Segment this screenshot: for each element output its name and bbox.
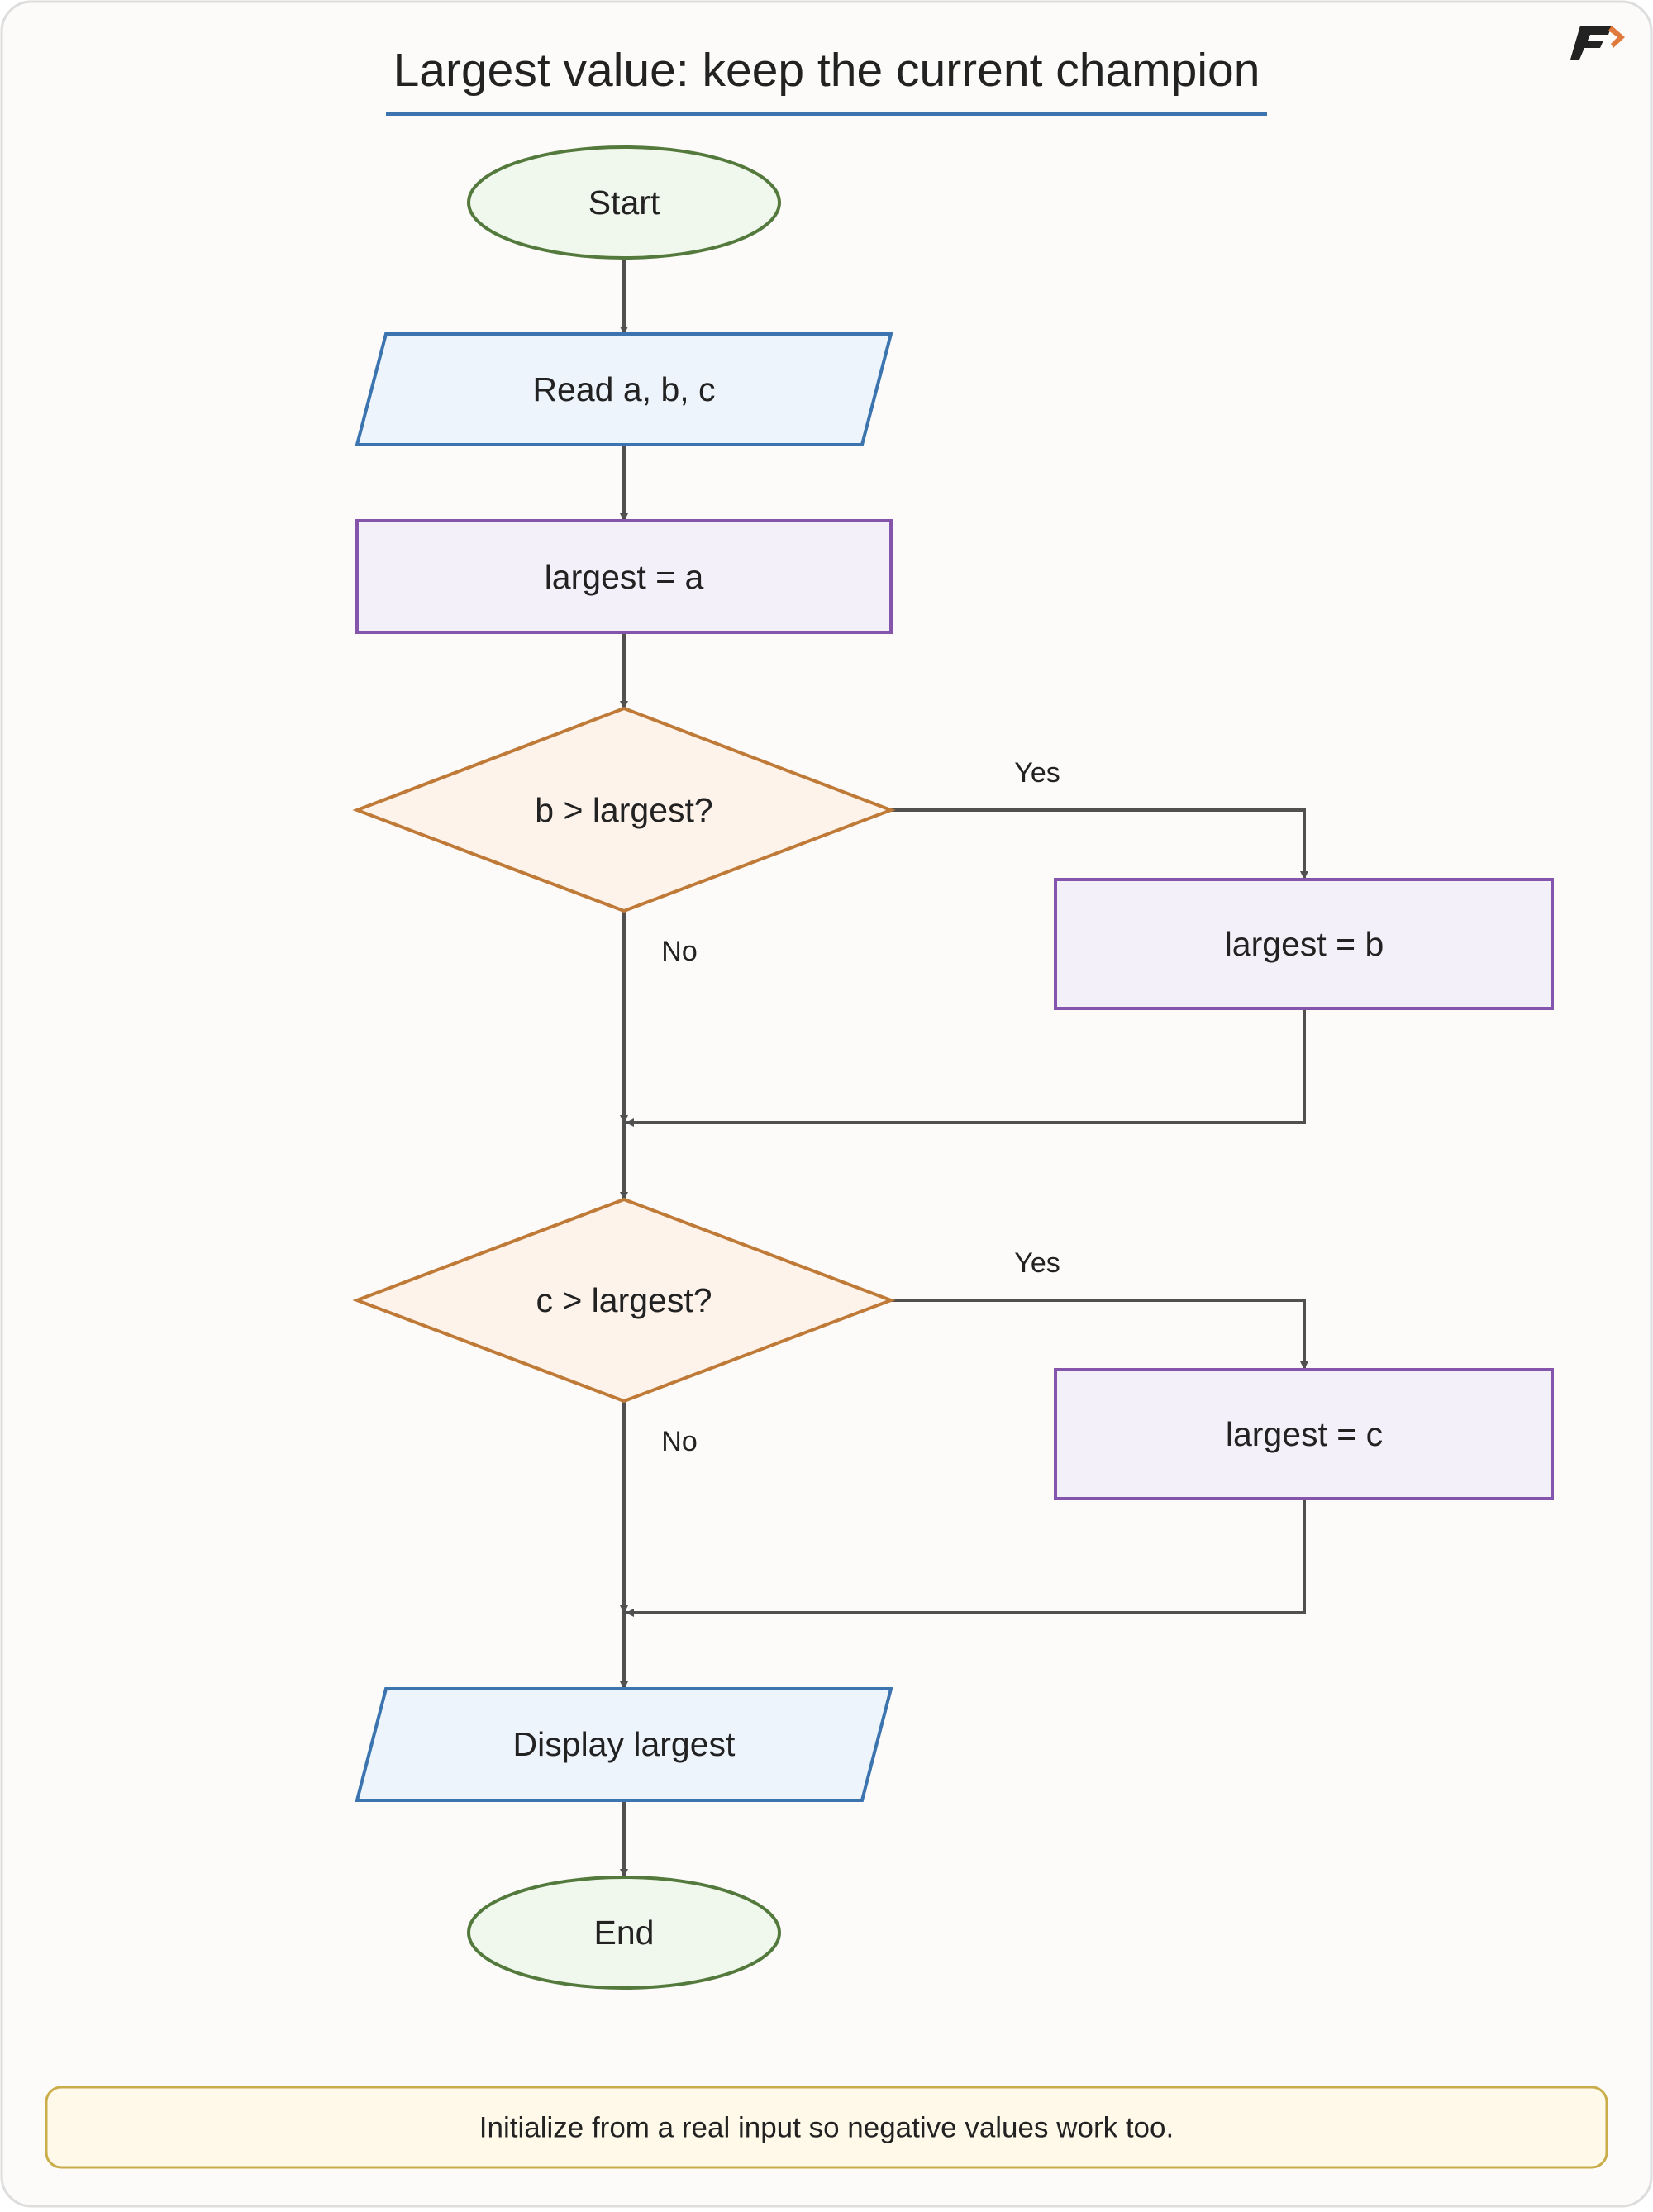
assign-b-shape [1054,878,1554,1010]
arrow-assign-c-merge [626,1499,1306,1617]
page-title: Largest value: keep the current champion [393,44,1260,97]
note-shape [45,2086,1608,2169]
note-text: Initialize from a real input so negative… [479,2112,1174,2144]
start-node: Start [467,145,781,260]
assign-c-label: largest = c [1226,1415,1383,1453]
decision-b-yes-label: Yes [1014,757,1060,789]
brand-logo-icon [1570,26,1625,60]
decision-c-no-label: No [661,1426,697,1457]
assign-c-shape [1054,1368,1554,1500]
assign-b-label: largest = b [1225,925,1384,963]
assign-c-node: largest = c [1054,1368,1554,1500]
decision-c-shape [352,1197,896,1404]
end-shape [467,1876,781,1990]
decision-c-yes-label: Yes [1014,1247,1060,1279]
init-label: largest = a [545,558,704,596]
read-input-node: Read a, b, c [355,332,893,446]
start-shape [467,145,781,260]
start-label: Start [588,184,660,222]
end-label: End [594,1914,655,1952]
display-output-label: Display largest [513,1725,736,1763]
init-node: largest = a [355,519,893,634]
connectors [620,258,1308,1877]
end-node: End [467,1876,781,1990]
read-input-shape [355,332,893,446]
assign-b-node: largest = b [1054,878,1554,1010]
arrow-decision-b-yes [891,808,1308,880]
init-shape [355,519,893,634]
decision-b-no-label: No [661,936,697,967]
decision-b-label: b > largest? [535,791,712,829]
read-input-label: Read a, b, c [532,370,715,408]
arrow-assign-b-merge [626,1008,1306,1127]
display-output-node: Display largest [355,1687,893,1802]
decision-c-node: c > largest? [352,1197,896,1404]
decision-c-label: c > largest? [536,1281,712,1319]
decision-b-shape [352,706,896,913]
note-box: Initialize from a real input so negative… [45,2086,1608,2169]
arrow-decision-c-yes [891,1299,1308,1370]
display-output-shape [355,1687,893,1802]
decision-b-node: b > largest? [352,706,896,913]
